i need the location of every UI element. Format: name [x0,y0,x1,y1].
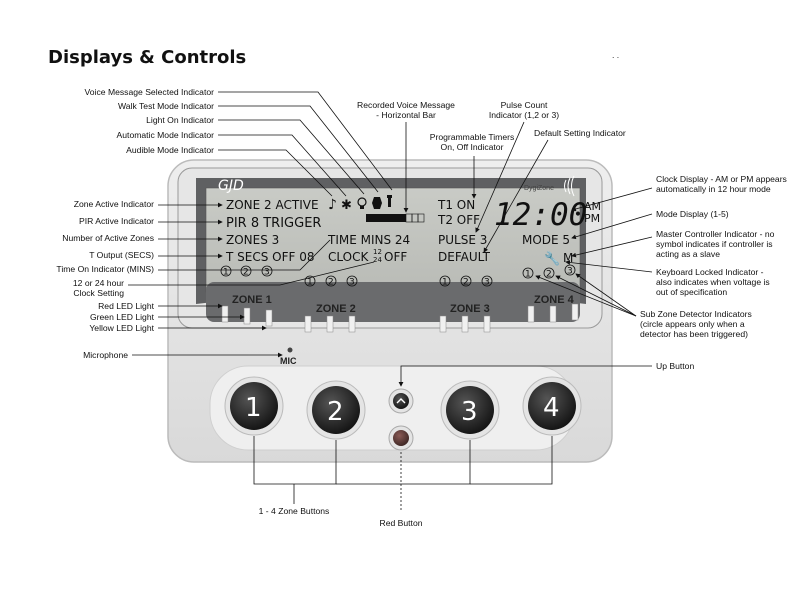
svg-text:1: 1 [307,278,313,288]
annotation-master-controller: Master Controller Indicator - no symbol … [656,229,775,259]
annotation-automatic-mode: Automatic Mode Indicator [116,130,214,140]
lcd-master: M [563,251,573,265]
walk-test-icon [372,197,382,209]
annotation-microphone: Microphone [83,350,128,360]
svg-text:1: 1 [525,270,531,280]
annotation-programmable-timers: Programmable Timers On, Off Indicator [429,132,515,152]
sub-zone-indicators-zone4: 1 2 3 [522,264,576,280]
lcd-pm: PM [584,212,600,225]
automatic-mode-icon: ✱ [341,198,352,213]
svg-text:2: 2 [463,278,469,288]
audible-mode-icon: ♪ [328,197,337,213]
lcd-t2: T2 OFF [437,213,480,227]
zone-button-3[interactable]: 3 [440,380,500,440]
svg-text:3: 3 [484,278,490,288]
brand-logo: GJD [218,178,244,194]
zone-3-leds [439,315,491,333]
annotation-keyboard-locked: Keyboard Locked Indicator - also indicat… [656,267,770,297]
wireless-icon [564,175,575,197]
annotation-walk-test: Walk Test Mode Indicator [117,101,214,111]
annotation-up-button: Up Button [656,361,695,371]
lcd-clock-12: 12 [373,248,382,256]
annotation-audible-mode: Audible Mode Indicator [126,145,214,155]
svg-text:3: 3 [567,267,573,277]
annotation-green-led: Green LED Light [89,312,154,322]
lcd-clock-off: OFF [384,250,407,264]
annotation-sub-zone: Sub Zone Detector Indicators (circle app… [640,309,752,339]
zone-button-1[interactable]: 1 [224,376,284,436]
leader-lines [128,91,653,512]
sub-zone-indicators-zone2: 1 2 3 [304,275,358,288]
svg-text:1: 1 [223,268,229,278]
annotation-recorded-voice: Recorded Voice Message - Horizontal Bar [357,100,455,120]
annotation-num-zones: Number of Active Zones [62,233,154,243]
zone-button-2[interactable]: 2 [306,380,366,440]
chevron-up-icon [396,398,406,404]
lcd-clock: CLOCK [328,250,369,264]
lcd-pulse: PULSE 3 [438,233,487,247]
lcd-zones: ZONES 3 [226,233,279,247]
red-button[interactable] [388,425,414,451]
microphone-icon [287,347,293,353]
lcd-pir-trigger: PIR 8 TRIGGER [226,216,321,231]
annotation-light-on: Light On Indicator [146,115,214,125]
zone-4-label: ZONE 4 [534,294,575,306]
lcd-clock-display: 12:00 [494,197,587,233]
svg-text:2: 2 [328,278,334,288]
brand-name: DygiZone [524,185,554,192]
annotation-voice-selected: Voice Message Selected Indicator [84,87,214,97]
svg-text:3: 3 [349,278,355,288]
page-title: Displays & Controls [48,47,247,68]
annotation-time-on: Time On Indicator (MINS) [56,264,154,274]
annotation-red-button: Red Button [379,518,423,528]
annotation-default-setting: Default Setting Indicator [534,128,626,138]
lcd-default: DEFAULT [438,250,491,264]
annotation-zone-buttons: 1 - 4 Zone Buttons [258,506,330,516]
svg-text:2: 2 [546,270,552,280]
svg-text:1: 1 [442,278,448,288]
keyboard-locked-icon: 🔧 [544,250,560,267]
lcd-t-secs: T SECS OFF 08 [225,250,315,264]
lcd-clock-24: 24 [373,256,382,264]
zone-button-4[interactable]: 4 [522,376,582,436]
lcd-t1: T1 ON [437,198,475,212]
zone-3-label: ZONE 3 [450,303,490,315]
sub-zone-indicators-zone3: 1 2 3 [439,275,493,288]
annotation-t-output: T Output (SECS) [89,250,154,260]
svg-text:3: 3 [264,268,270,278]
lcd-time-mins: TIME MINS 24 [327,233,410,247]
annotation-pulse-count: Pulse Count Indicator (1,2 or 3) [488,100,560,120]
recorded-voice-bar [366,213,425,223]
annotation-pir-active: PIR Active Indicator [79,216,154,226]
svg-text:4: 4 [543,393,560,423]
stray-dots: . . [612,50,620,60]
annotation-zone-active: Zone Active Indicator [73,199,154,209]
voice-selected-icon [387,195,392,207]
light-on-icon [357,197,367,209]
up-button[interactable] [388,388,414,414]
annotation-yellow-led: Yellow LED Light [89,323,154,333]
annotation-clock-setting: 12 or 24 hour Clock Setting [72,278,124,298]
zone-2-label: ZONE 2 [316,303,356,315]
svg-text:1: 1 [245,393,262,423]
zone-4-leds [527,303,579,323]
annotation-red-led: Red LED Light [98,301,154,311]
svg-text:2: 2 [243,268,249,278]
annotation-mode-display: Mode Display (1-5) [656,209,729,219]
zone-2-leds [304,315,356,333]
svg-text:3: 3 [461,397,478,427]
lcd-mode: MODE 5 [522,233,570,247]
zone-1-label: ZONE 1 [232,294,272,306]
annotation-clock-display: Clock Display - AM or PM appears automat… [656,174,787,194]
mic-label: MIC [280,356,297,366]
sub-zone-indicators-zone1: 1 2 3 [220,265,273,278]
lcd-zone-active: ZONE 2 ACTIVE [226,198,319,212]
svg-text:2: 2 [327,397,344,427]
